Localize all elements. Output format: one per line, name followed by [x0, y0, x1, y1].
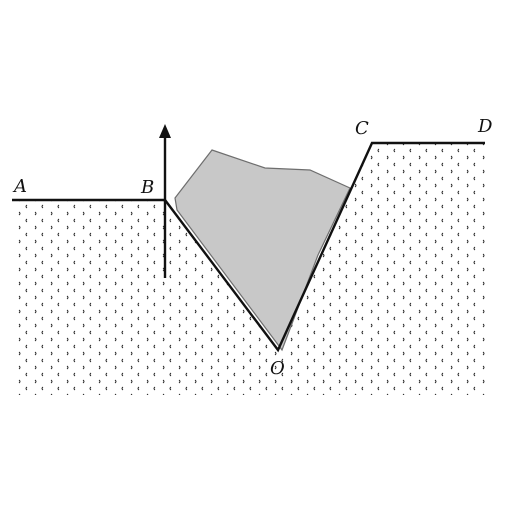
label-point-d: D	[477, 116, 493, 137]
label-point-c: C	[355, 118, 369, 139]
vertical-axis-arrow-icon	[159, 124, 171, 138]
label-point-a: A	[12, 176, 27, 197]
shaded-region	[174, 149, 351, 352]
label-point-o: O	[270, 358, 285, 379]
label-point-b: B	[140, 177, 154, 198]
path-line-a-b-o-c-d	[12, 141, 485, 353]
